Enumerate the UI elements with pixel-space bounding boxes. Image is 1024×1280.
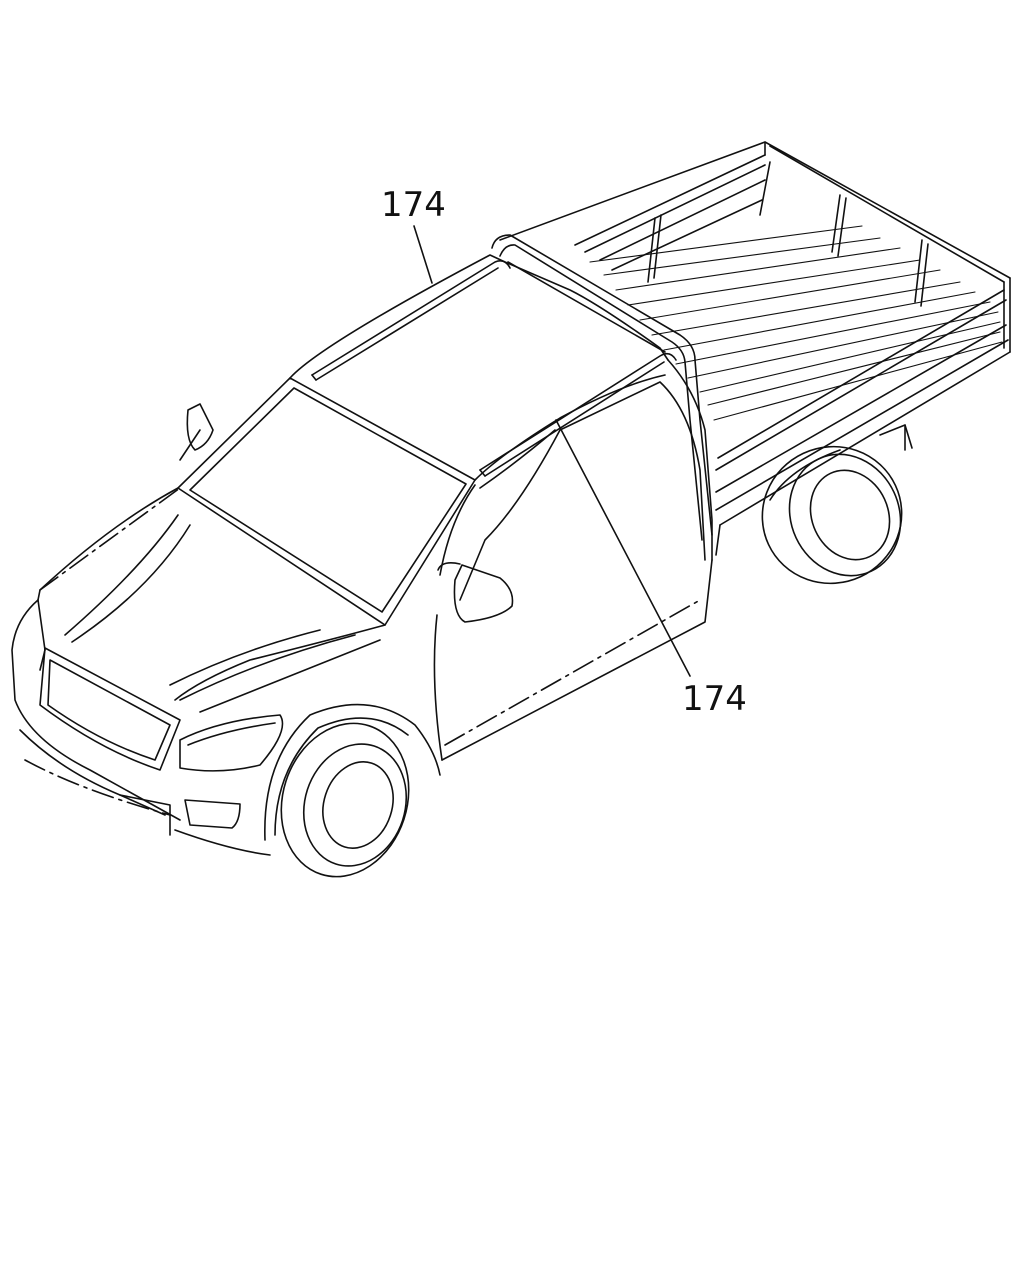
part-number-label: 174	[381, 185, 446, 225]
rear-wheel	[761, 445, 903, 585]
leader-line	[413, 225, 433, 284]
callout-roof-rail-right: 174	[555, 419, 747, 719]
roll-bar	[491, 234, 713, 541]
callout-roof-rail-left: 174	[381, 185, 446, 284]
roof-rail-moulding-right	[479, 352, 677, 477]
front-wheel	[280, 722, 410, 878]
cab-body	[11, 254, 713, 856]
part-number-label: 174	[682, 679, 747, 719]
cargo-tray	[499, 141, 1011, 556]
leader-line	[555, 419, 691, 677]
roof-rail-moulding-left	[311, 260, 511, 381]
